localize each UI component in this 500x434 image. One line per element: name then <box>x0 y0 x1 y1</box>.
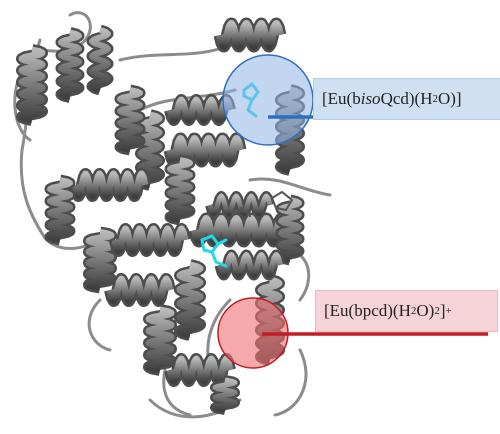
label-red-prefix: [Eu(bpcd)(H <box>324 301 411 320</box>
helix <box>111 225 189 255</box>
ligand-center <box>200 234 228 268</box>
helix <box>47 177 73 243</box>
helix <box>166 135 244 165</box>
helix <box>18 46 46 124</box>
helix <box>176 261 204 339</box>
label-red-mid: O) <box>416 301 435 320</box>
helix <box>166 355 234 385</box>
helix <box>117 87 143 153</box>
helix <box>71 170 149 200</box>
protein-helices <box>16 17 305 415</box>
label-blue-prefix: [Eu(b <box>322 89 361 108</box>
helix <box>166 96 234 124</box>
helix <box>167 157 193 223</box>
helix <box>217 252 283 278</box>
ligand-right <box>231 190 294 217</box>
label-blue-suffix: O)] <box>437 89 462 108</box>
helix <box>207 193 273 217</box>
helix <box>216 20 284 50</box>
helix <box>212 377 238 413</box>
helix <box>145 306 175 374</box>
helix <box>58 29 82 101</box>
label-red-close: ] <box>439 301 446 320</box>
binding-site-blue <box>222 54 314 146</box>
helix <box>85 229 115 291</box>
helix <box>89 27 111 93</box>
helix <box>191 215 289 245</box>
label-blue-italic: iso <box>360 89 381 108</box>
helix <box>106 275 174 305</box>
label-blue-mid: Qcd)(H <box>380 89 433 108</box>
